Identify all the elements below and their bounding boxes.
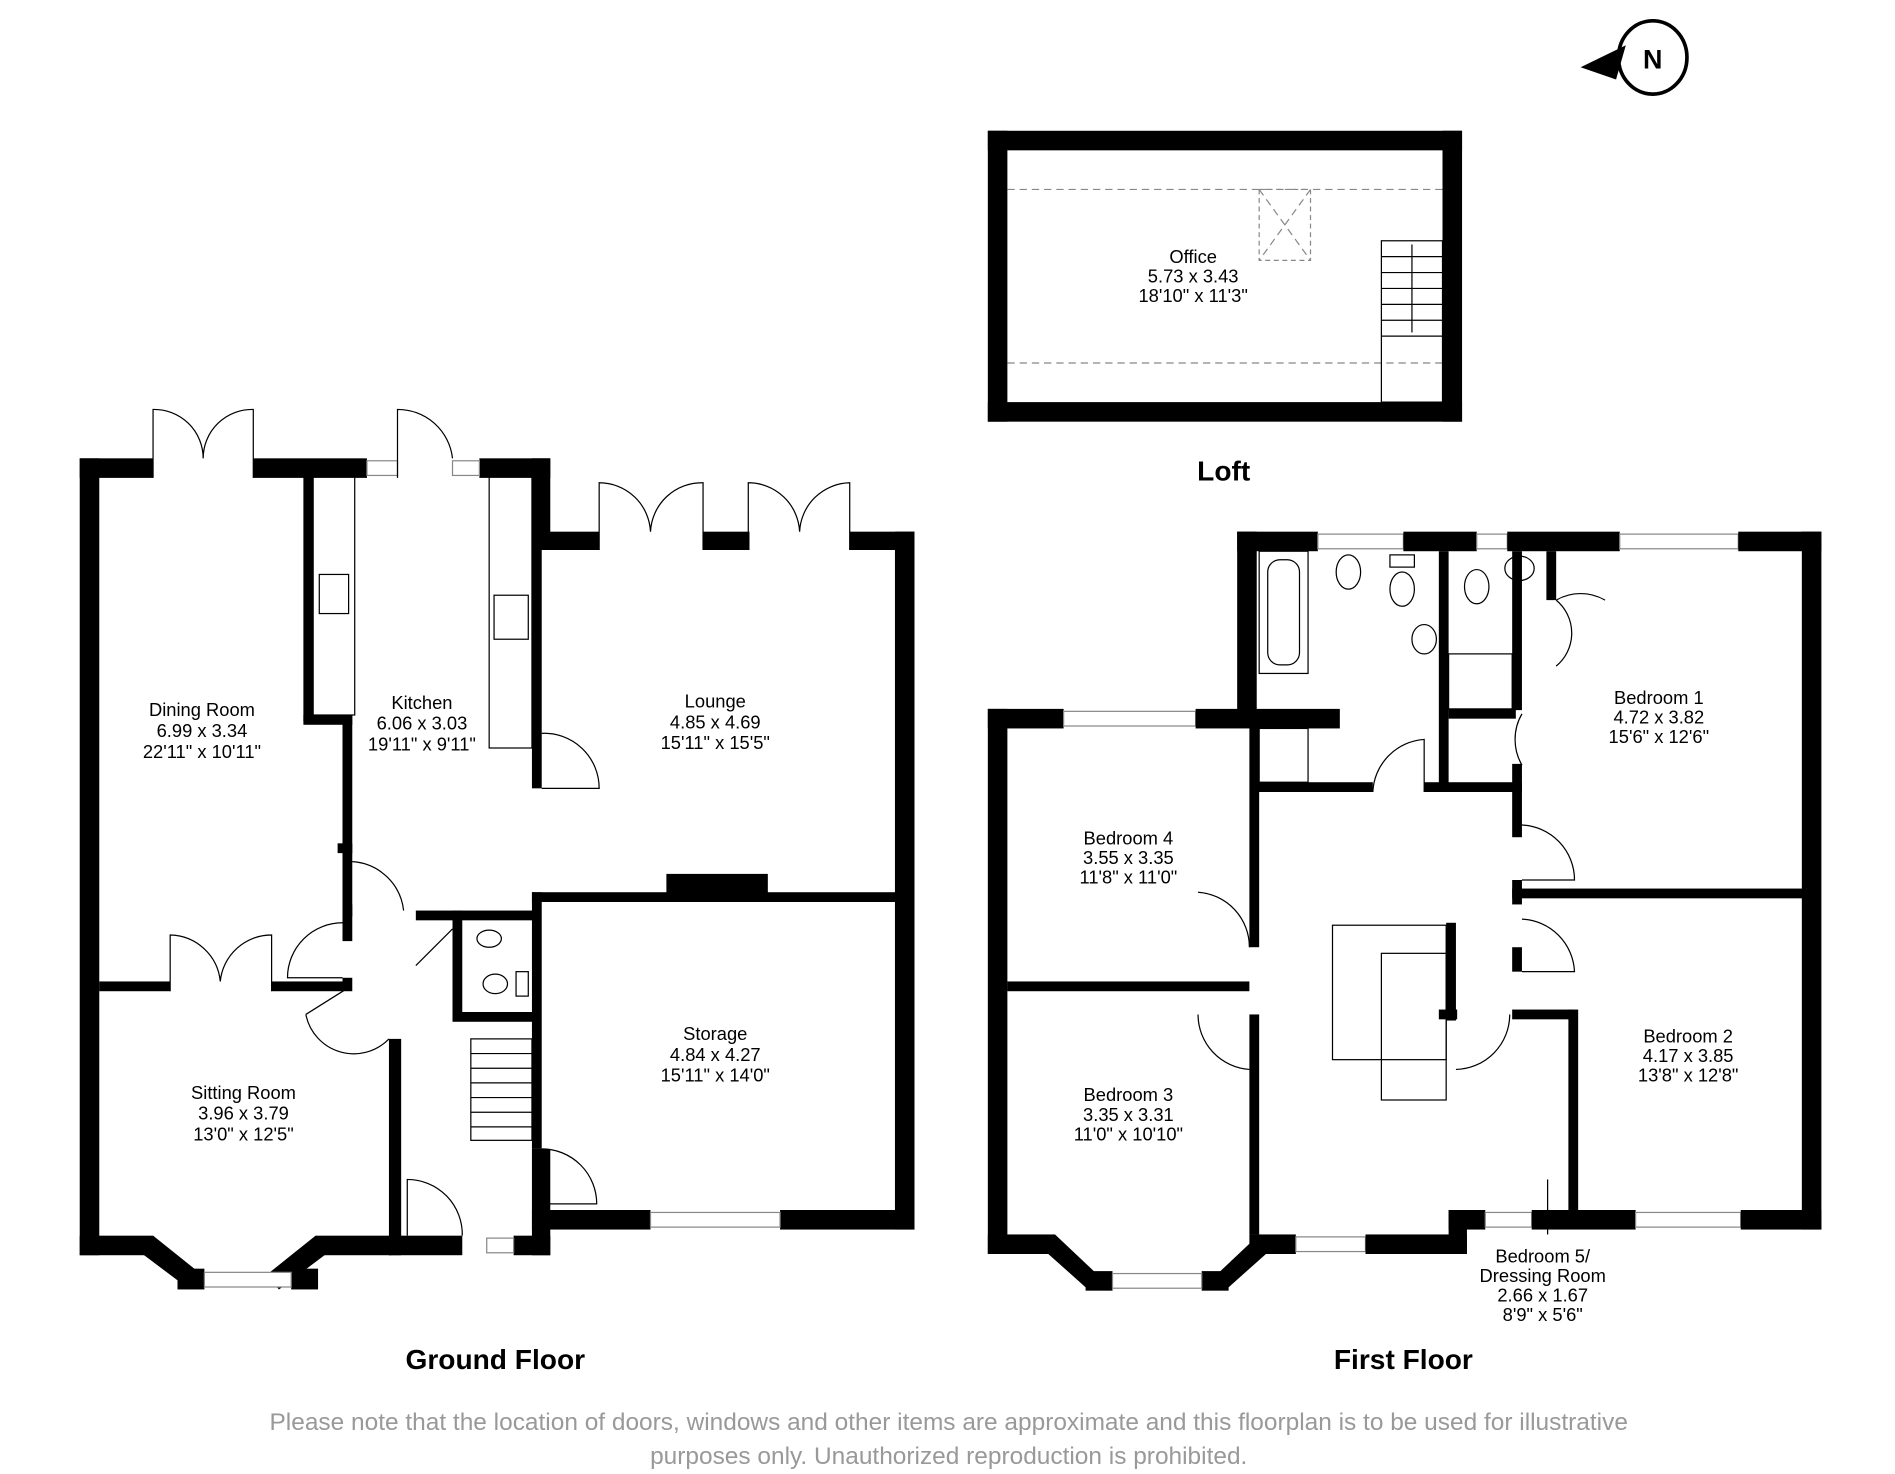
room-imperial-bedroom2: 13'8" x 12'8" bbox=[1638, 1065, 1739, 1086]
room-name-bedroom5: Bedroom 5/ bbox=[1495, 1246, 1591, 1267]
room-name-dining: Dining Room bbox=[149, 699, 255, 720]
room-metric-dining: 6.99 x 3.34 bbox=[157, 720, 248, 741]
room-metric-bedroom4: 3.55 x 3.35 bbox=[1083, 847, 1174, 868]
room-name-lounge: Lounge bbox=[685, 691, 746, 712]
room-imperial-bedroom4: 11'8" x 11'0" bbox=[1079, 867, 1177, 888]
room-metric-kitchen: 6.06 x 3.03 bbox=[377, 713, 468, 734]
north-compass-icon: N bbox=[1580, 18, 1689, 96]
room-metric-bedroom2: 4.17 x 3.85 bbox=[1643, 1045, 1734, 1066]
room-name-office: Office bbox=[1169, 246, 1217, 267]
room-imperial-bedroom1: 15'6" x 12'6" bbox=[1609, 726, 1710, 747]
room-name-kitchen: Kitchen bbox=[391, 692, 452, 713]
room-imperial-dining: 22'11" x 10'11" bbox=[143, 741, 261, 762]
room-metric-bedroom1: 4.72 x 3.82 bbox=[1613, 707, 1704, 728]
ground-floor-plan: Dining Room 6.99 x 3.34 22'11" x 10'11" … bbox=[79, 408, 915, 1375]
room-imperial-bedroom5: 8'9" x 5'6" bbox=[1503, 1304, 1583, 1325]
room-imperial-sitting: 13'0" x 12'5" bbox=[193, 1123, 294, 1144]
room-imperial-office: 18'10" x 11'3" bbox=[1138, 285, 1247, 306]
room-name-bedroom2: Bedroom 2 bbox=[1643, 1026, 1733, 1047]
floor-title-first: First Floor bbox=[1334, 1344, 1473, 1375]
disclaimer-line-1: Please note that the location of doors, … bbox=[270, 1409, 1628, 1436]
room-metric-bedroom5: 2.66 x 1.67 bbox=[1497, 1285, 1588, 1306]
loft-plan: Office 5.73 x 3.43 18'10" x 11'3" Loft bbox=[987, 130, 1463, 486]
room-name-bedroom3: Bedroom 3 bbox=[1084, 1084, 1174, 1105]
floor-title-ground: Ground Floor bbox=[405, 1344, 585, 1375]
room-metric-storage: 4.84 x 4.27 bbox=[670, 1044, 761, 1065]
floor-title-loft: Loft bbox=[1197, 455, 1251, 486]
room-name-sitting: Sitting Room bbox=[191, 1082, 296, 1103]
room-name2-bedroom5: Dressing Room bbox=[1480, 1265, 1606, 1286]
first-floor-plan: Bedroom 4 3.55 x 3.35 11'8" x 11'0" Bedr… bbox=[987, 531, 1822, 1375]
room-name-bedroom1: Bedroom 1 bbox=[1614, 687, 1704, 708]
room-metric-sitting: 3.96 x 3.79 bbox=[198, 1103, 289, 1124]
room-imperial-kitchen: 19'11" x 9'11" bbox=[368, 733, 476, 754]
room-metric-office: 5.73 x 3.43 bbox=[1148, 265, 1239, 286]
room-metric-bedroom3: 3.35 x 3.31 bbox=[1083, 1104, 1174, 1125]
disclaimer-line-2: purposes only. Unauthorized reproduction… bbox=[650, 1443, 1247, 1470]
compass-label: N bbox=[1643, 44, 1662, 74]
room-imperial-lounge: 15'11" x 15'5" bbox=[661, 732, 770, 753]
room-name-storage: Storage bbox=[683, 1023, 747, 1044]
room-name-bedroom4: Bedroom 4 bbox=[1084, 828, 1174, 849]
room-metric-lounge: 4.85 x 4.69 bbox=[670, 711, 761, 732]
room-imperial-bedroom3: 11'0" x 10'10" bbox=[1074, 1123, 1183, 1144]
room-imperial-storage: 15'11" x 14'0" bbox=[661, 1065, 770, 1086]
